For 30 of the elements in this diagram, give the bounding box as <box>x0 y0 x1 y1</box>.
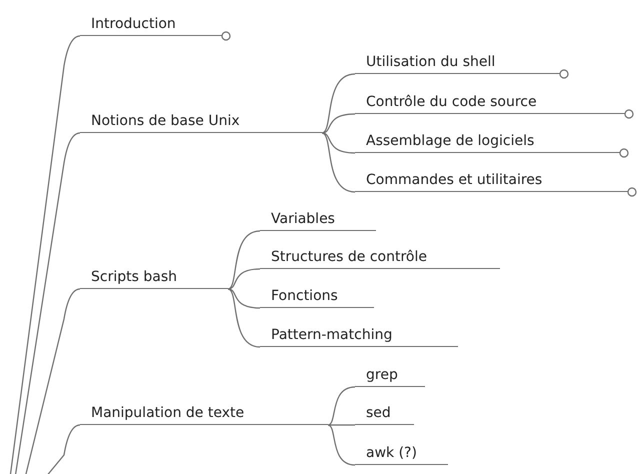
connector-line <box>322 132 356 154</box>
connector-line <box>328 424 356 466</box>
connector-line <box>328 424 355 426</box>
topic-text: Notions de base Unix <box>91 113 240 129</box>
connector-line <box>228 230 260 290</box>
topic-text: sed <box>366 405 391 421</box>
topic-text: Commandes et utilitaires <box>366 172 542 188</box>
topic-text: Utilisation du shell <box>366 54 496 70</box>
branch-line <box>14 132 80 474</box>
topic-text: Variables <box>271 211 335 227</box>
topic-text: Pattern-matching <box>271 327 392 343</box>
connector-line <box>322 73 356 134</box>
connector-line <box>228 288 260 348</box>
topic-text: Scripts bash <box>91 269 177 285</box>
connector-line <box>228 288 260 309</box>
topic-text: Structures de contrôle <box>271 249 427 265</box>
topic-text: Introduction <box>91 16 176 32</box>
topic-text: Contrôle du code source <box>366 94 537 110</box>
branch-line <box>9 35 80 474</box>
connector-line <box>322 113 356 134</box>
connector-line <box>322 132 356 193</box>
topic-text: Manipulation de texte <box>91 405 244 421</box>
branch-line <box>24 288 80 474</box>
branch-line <box>44 424 80 474</box>
connector-line <box>328 386 356 426</box>
topic-text: Assemblage de logiciels <box>366 133 534 149</box>
topic-text: awk (?) <box>366 445 417 461</box>
topic-text: grep <box>366 367 398 383</box>
connector-line <box>228 268 260 290</box>
topic-text: Fonctions <box>271 288 338 304</box>
